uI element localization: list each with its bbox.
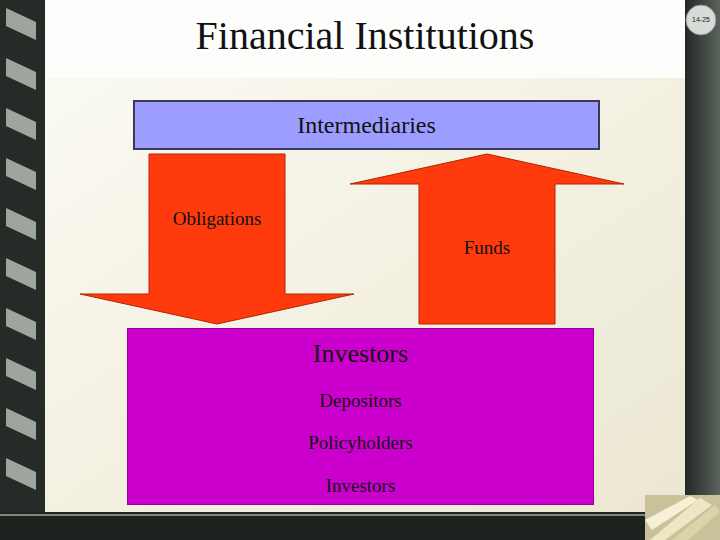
block-arrow: [80, 154, 354, 324]
node-heading: Investors: [313, 337, 408, 370]
node-item: Investors: [326, 474, 396, 498]
slide-title: Financial Institutions: [45, 12, 685, 60]
node-item: Depositors: [319, 389, 401, 413]
arrow-label: Funds: [464, 236, 510, 259]
block-arrow: [350, 154, 624, 324]
node-heading: Intermediaries: [297, 110, 436, 140]
arrow-label: Obligations: [173, 207, 262, 230]
process-box: InvestorsDepositorsPolicyholdersInvestor…: [127, 328, 594, 505]
node-item: Policyholders: [308, 431, 413, 455]
slide-number: 14-25: [686, 15, 716, 25]
process-box: Intermediaries: [133, 100, 600, 150]
